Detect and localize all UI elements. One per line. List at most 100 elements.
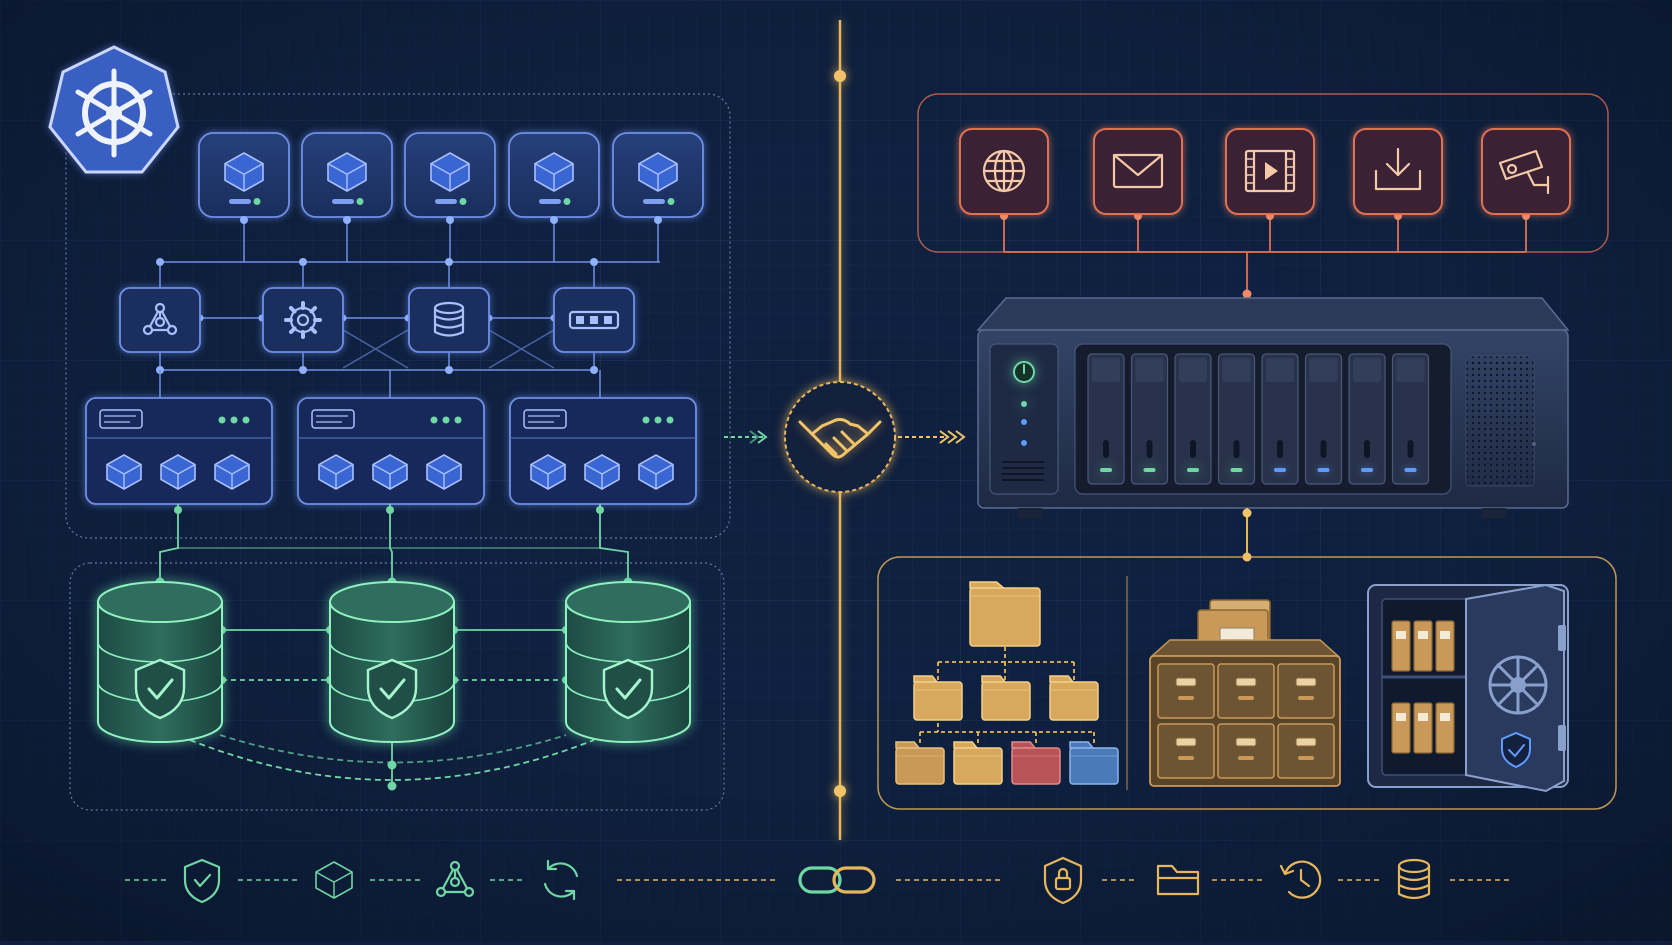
cluster-boundary <box>65 93 731 539</box>
shield-check-icon <box>602 658 654 720</box>
container-cube-icon <box>372 454 408 490</box>
security-camera-icon <box>1498 149 1550 195</box>
bridge <box>724 20 966 840</box>
kubernetes-cluster <box>48 45 731 539</box>
worker-node[interactable] <box>85 397 273 505</box>
container-cube-icon <box>106 454 142 490</box>
pod-cube-icon <box>534 152 574 192</box>
app-card[interactable] <box>959 128 1049 215</box>
container-cube-icon <box>584 454 620 490</box>
nas-system <box>877 93 1617 810</box>
drive-bay[interactable] <box>1304 353 1343 485</box>
video-icon <box>1244 149 1296 193</box>
nas-device <box>976 297 1570 518</box>
pod-card[interactable] <box>612 132 704 218</box>
service-card[interactable] <box>408 287 490 353</box>
app-card[interactable] <box>1481 128 1571 215</box>
footer-link-icon <box>798 866 876 894</box>
persistent-volume[interactable] <box>329 581 455 743</box>
apps-layer <box>959 128 1571 215</box>
service-card[interactable] <box>553 287 635 353</box>
app-card[interactable] <box>1093 128 1183 215</box>
ventilation-grille <box>1465 355 1535 487</box>
drive-bay[interactable] <box>1348 353 1386 485</box>
shield-check-icon <box>366 658 418 720</box>
container-cube-icon <box>638 454 674 490</box>
file-cabinet-icon <box>1149 599 1341 787</box>
service-card[interactable] <box>119 287 201 353</box>
footer-history-icon <box>1279 860 1322 899</box>
services-layer <box>119 287 635 353</box>
vault-safe-icon <box>1367 583 1569 793</box>
server-icon <box>99 409 143 429</box>
pod-card[interactable] <box>508 132 600 218</box>
pod-card[interactable] <box>301 132 393 218</box>
pod-cube-icon <box>327 152 367 192</box>
pod-card[interactable] <box>198 132 290 218</box>
drive-bay[interactable] <box>1174 353 1212 485</box>
server-icon <box>311 409 355 429</box>
bridge-arrow-left <box>724 430 768 444</box>
worker-node[interactable] <box>297 397 485 505</box>
drive-bay[interactable] <box>1087 353 1125 485</box>
handshake-icon <box>798 418 882 459</box>
kubernetes-helm-icon <box>48 45 180 174</box>
service-card[interactable] <box>262 287 344 353</box>
drive-bay[interactable] <box>1217 353 1256 485</box>
pod-cube-icon <box>224 152 264 192</box>
disk-led <box>1021 440 1027 446</box>
drive-bay[interactable] <box>1391 353 1430 485</box>
container-cube-icon <box>530 454 566 490</box>
apps-wiring <box>1000 212 1530 299</box>
pod-cube-icon <box>430 152 470 192</box>
drive-bay[interactable] <box>1130 353 1169 485</box>
mail-icon <box>1112 153 1164 189</box>
app-card[interactable] <box>1225 128 1315 215</box>
drive-bay[interactable] <box>1261 353 1299 485</box>
folder-tree-icon <box>895 581 1119 785</box>
nodes-layer <box>85 397 697 505</box>
bridge-circle <box>784 381 896 493</box>
persistent-volume[interactable] <box>565 581 691 743</box>
bridge-arrow-right <box>898 430 966 444</box>
footer-cube-icon <box>315 861 353 899</box>
footer-folder-icon <box>1156 864 1200 896</box>
pod-card[interactable] <box>404 132 496 218</box>
container-cube-icon <box>214 454 250 490</box>
volumes-boundary <box>69 562 725 811</box>
load-balancer-icon <box>568 310 620 330</box>
volumes-layer <box>97 581 691 743</box>
network-led <box>1021 419 1027 425</box>
persistent-volume[interactable] <box>97 581 223 743</box>
replicated-volumes <box>69 504 725 811</box>
server-icon <box>523 409 567 429</box>
footer-database-icon <box>1397 858 1431 900</box>
divider-node-top <box>834 70 846 82</box>
cluster-wiring <box>156 216 662 398</box>
network-graph-icon <box>142 302 178 336</box>
container-cube-icon <box>426 454 462 490</box>
status-led <box>1021 401 1027 407</box>
app-card[interactable] <box>1353 128 1443 215</box>
worker-node[interactable] <box>509 397 697 505</box>
database-icon <box>433 301 465 337</box>
divider-node-bottom <box>834 785 846 797</box>
bays-layer <box>1087 353 1430 485</box>
container-cube-icon <box>318 454 354 490</box>
storage-boundary <box>877 556 1617 810</box>
shield-check-icon <box>134 658 186 720</box>
pod-cube-icon <box>638 152 678 192</box>
download-icon <box>1374 147 1422 191</box>
globe-icon <box>982 149 1026 193</box>
footer-network-graph-icon <box>435 860 475 898</box>
footer-cube-shape <box>315 861 353 899</box>
footer-sync-icon <box>543 859 579 901</box>
pods-layer <box>198 132 704 218</box>
container-cube-icon <box>160 454 196 490</box>
footer-lock-shield-icon <box>1043 856 1083 905</box>
footer-icon-strip <box>125 856 1510 905</box>
footer-shield-check-icon <box>183 858 221 904</box>
gear-icon <box>284 301 322 339</box>
